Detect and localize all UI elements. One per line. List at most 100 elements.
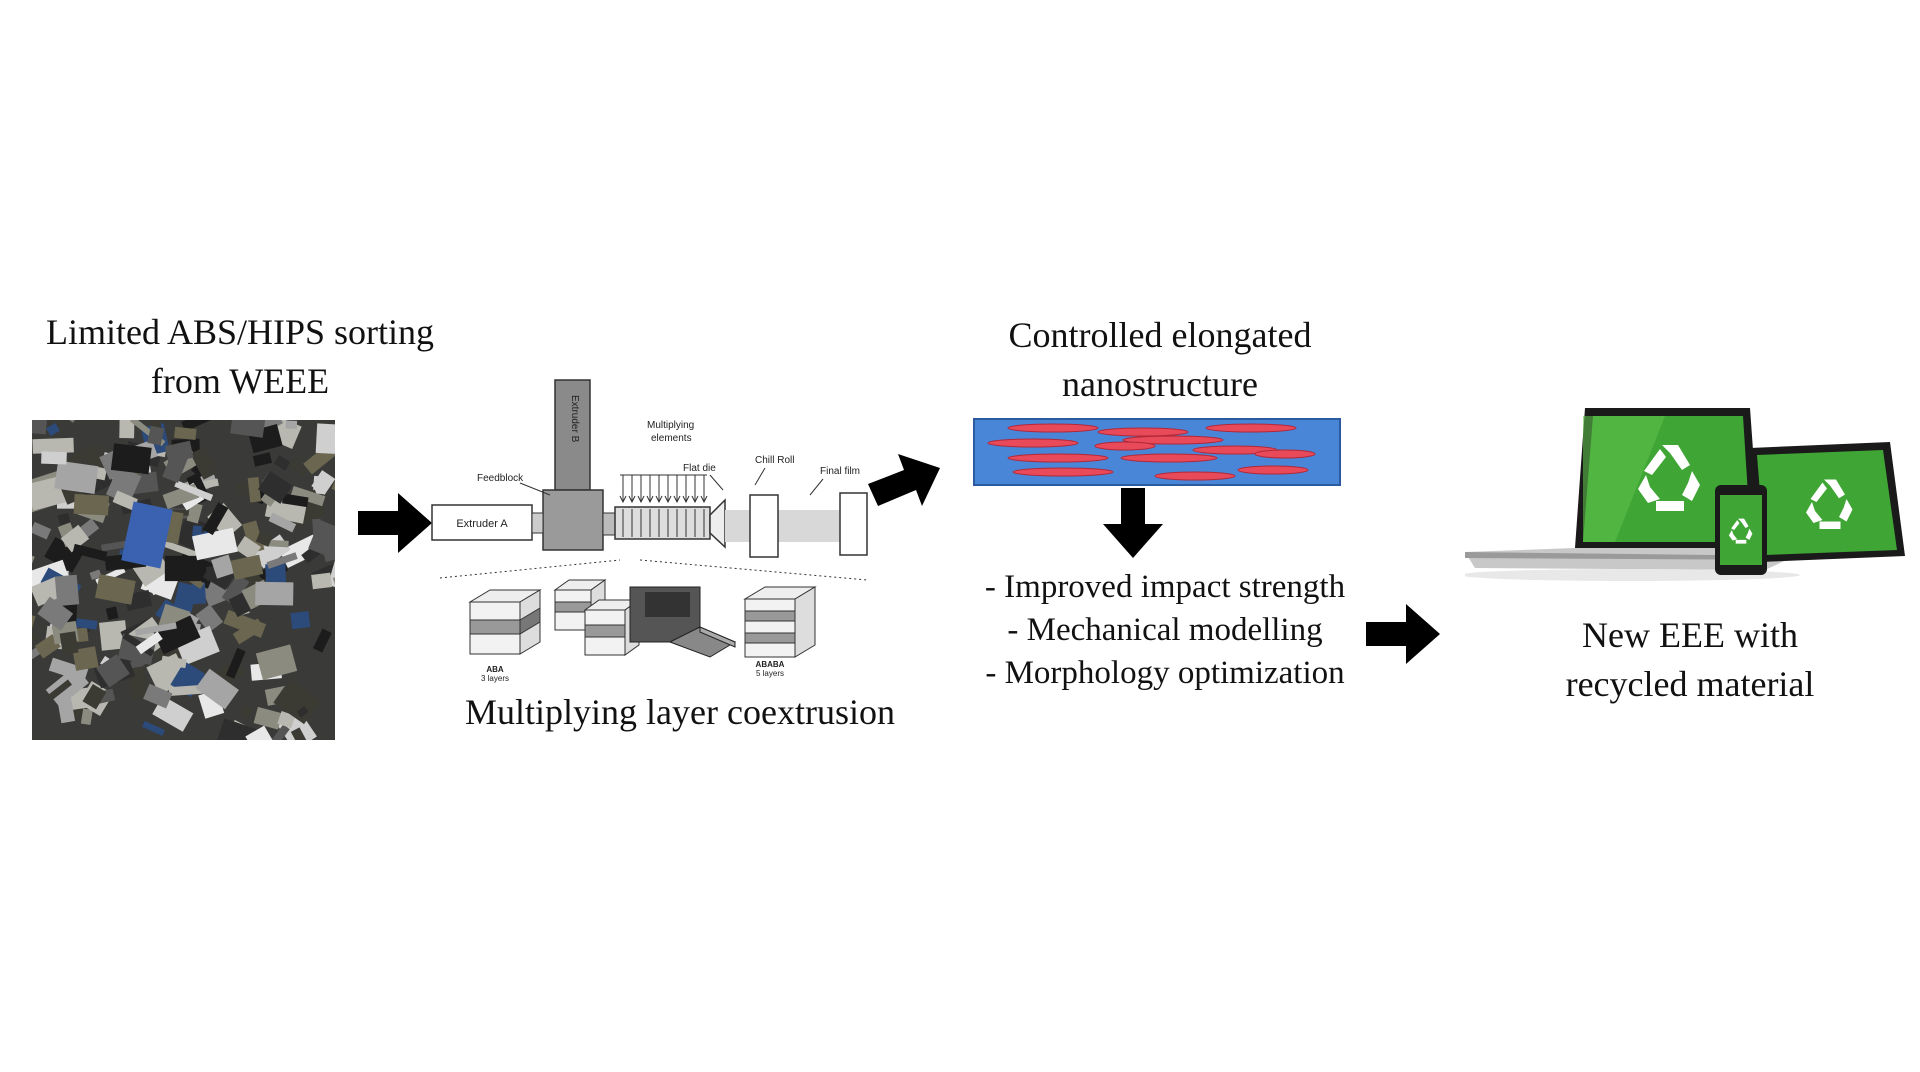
scrap-piece bbox=[315, 423, 335, 455]
scrap-piece bbox=[245, 725, 275, 740]
scrap-piece bbox=[181, 420, 223, 432]
scrap-piece bbox=[143, 683, 173, 709]
scrap-piece bbox=[221, 573, 250, 606]
scrap-piece bbox=[47, 679, 73, 701]
nanostructure-caption-line1: Controlled elongated bbox=[1008, 315, 1312, 355]
flat-die-label: Flat die bbox=[683, 463, 716, 474]
phone bbox=[1715, 485, 1767, 575]
elongated-inclusion bbox=[1120, 453, 1218, 463]
scrap-piece bbox=[73, 493, 110, 516]
elongated-inclusion bbox=[1012, 467, 1114, 477]
scrap-piece bbox=[191, 582, 207, 605]
scrap-piece bbox=[290, 611, 311, 630]
scrap-piece bbox=[41, 451, 67, 465]
scrap-piece bbox=[235, 536, 262, 561]
scrap-piece bbox=[164, 555, 201, 582]
scrap-piece bbox=[288, 458, 308, 477]
scrap-piece bbox=[225, 647, 246, 679]
scrap-piece bbox=[296, 706, 309, 718]
elongated-inclusion bbox=[987, 438, 1079, 448]
multiplying-element-arrow bbox=[664, 475, 672, 504]
flat-die bbox=[709, 498, 726, 549]
scrap-piece bbox=[273, 678, 321, 725]
scrap-piece bbox=[72, 646, 99, 671]
scrap-piece bbox=[110, 443, 152, 475]
scrap-piece bbox=[46, 423, 60, 437]
arrow-right-2 bbox=[868, 450, 940, 510]
elongated-inclusion bbox=[1097, 427, 1189, 437]
scrap-piece bbox=[82, 683, 107, 710]
scrap-piece bbox=[80, 708, 93, 725]
weee-pile-photo bbox=[32, 420, 335, 740]
multiplying-element-arrow bbox=[628, 475, 636, 504]
scrap-piece bbox=[195, 668, 239, 710]
feedblock-label: Feedblock bbox=[477, 473, 524, 484]
scrap-piece bbox=[147, 425, 165, 446]
scrap-piece bbox=[257, 470, 293, 504]
scrap-piece bbox=[239, 705, 253, 719]
scrap-piece bbox=[37, 596, 74, 631]
scrap-piece bbox=[273, 455, 291, 471]
scrap-piece bbox=[311, 572, 332, 590]
scrap-piece bbox=[268, 512, 297, 533]
scrap-piece bbox=[54, 574, 80, 607]
scrap-piece bbox=[98, 620, 129, 651]
scrap-piece bbox=[230, 420, 267, 438]
elongated-inclusion bbox=[1254, 449, 1316, 459]
scrap-piece bbox=[290, 727, 307, 740]
scrap-piece bbox=[32, 576, 64, 607]
elongated-inclusion bbox=[1122, 435, 1224, 445]
scrap-piece bbox=[255, 644, 298, 681]
recycle-icon bbox=[1638, 445, 1700, 511]
feedblock bbox=[542, 489, 604, 551]
scrap-piece bbox=[173, 582, 198, 613]
devices-illustration bbox=[1460, 400, 1915, 595]
elongated-inclusion bbox=[1205, 423, 1297, 433]
tablet bbox=[1750, 442, 1905, 562]
scrap-piece bbox=[32, 437, 74, 454]
ababa-block bbox=[743, 586, 817, 658]
extruder-b bbox=[554, 379, 591, 491]
multiplying-element-arrow bbox=[673, 475, 681, 504]
scrap-piece bbox=[174, 480, 214, 502]
scrap-piece bbox=[142, 721, 165, 736]
multiplying-elements bbox=[614, 506, 711, 540]
arrow-down bbox=[1103, 488, 1163, 558]
scrap-piece bbox=[96, 654, 130, 688]
multiplying-element-arrow bbox=[682, 475, 690, 504]
extruder-a-label: Extruder A bbox=[456, 518, 508, 530]
scrap-piece bbox=[164, 440, 194, 463]
nanostructure-diagram bbox=[973, 418, 1341, 491]
arrow-right-1 bbox=[358, 493, 432, 553]
scrap-piece bbox=[112, 490, 138, 511]
multiplying-element-arrow bbox=[655, 475, 663, 504]
scrap-piece bbox=[290, 485, 326, 507]
elongated-inclusion bbox=[1007, 423, 1099, 433]
scrap-piece bbox=[60, 524, 90, 553]
scrap-piece bbox=[32, 420, 49, 435]
extruder-b-label: Extruder B bbox=[569, 395, 580, 443]
chill-roll-label: Chill Roll bbox=[755, 455, 794, 466]
nanostructure-caption-line2: nanostructure bbox=[1062, 364, 1258, 404]
scrap-piece bbox=[255, 581, 294, 606]
scrap-piece bbox=[32, 521, 52, 540]
scrap-piece bbox=[252, 452, 273, 467]
elongated-inclusions bbox=[987, 423, 1316, 481]
arrow-right-3 bbox=[1366, 604, 1440, 664]
scrap-piece bbox=[247, 477, 262, 503]
scrap-piece bbox=[85, 444, 106, 467]
multiplying-element-arrow bbox=[646, 475, 654, 504]
multiplying-element-arrow bbox=[637, 475, 645, 504]
aba-label-line2: 3 layers bbox=[481, 674, 509, 683]
scrap-piece bbox=[119, 420, 135, 439]
coextrusion-diagram: Extruder B Feedblock Extruder A Multiply… bbox=[425, 375, 875, 690]
scrap-piece bbox=[202, 502, 229, 536]
scrap-piece bbox=[100, 540, 129, 552]
multiplying-element-arrow bbox=[691, 475, 699, 504]
weee-caption: Limited ABS/HIPS sorting from WEEE bbox=[20, 308, 460, 406]
outcome-item: - Improved impact strength bbox=[984, 569, 1346, 605]
scrap-piece bbox=[59, 631, 79, 655]
stacking-block bbox=[629, 586, 737, 658]
scrap-piece bbox=[223, 609, 267, 638]
scrap-piece bbox=[308, 519, 335, 560]
